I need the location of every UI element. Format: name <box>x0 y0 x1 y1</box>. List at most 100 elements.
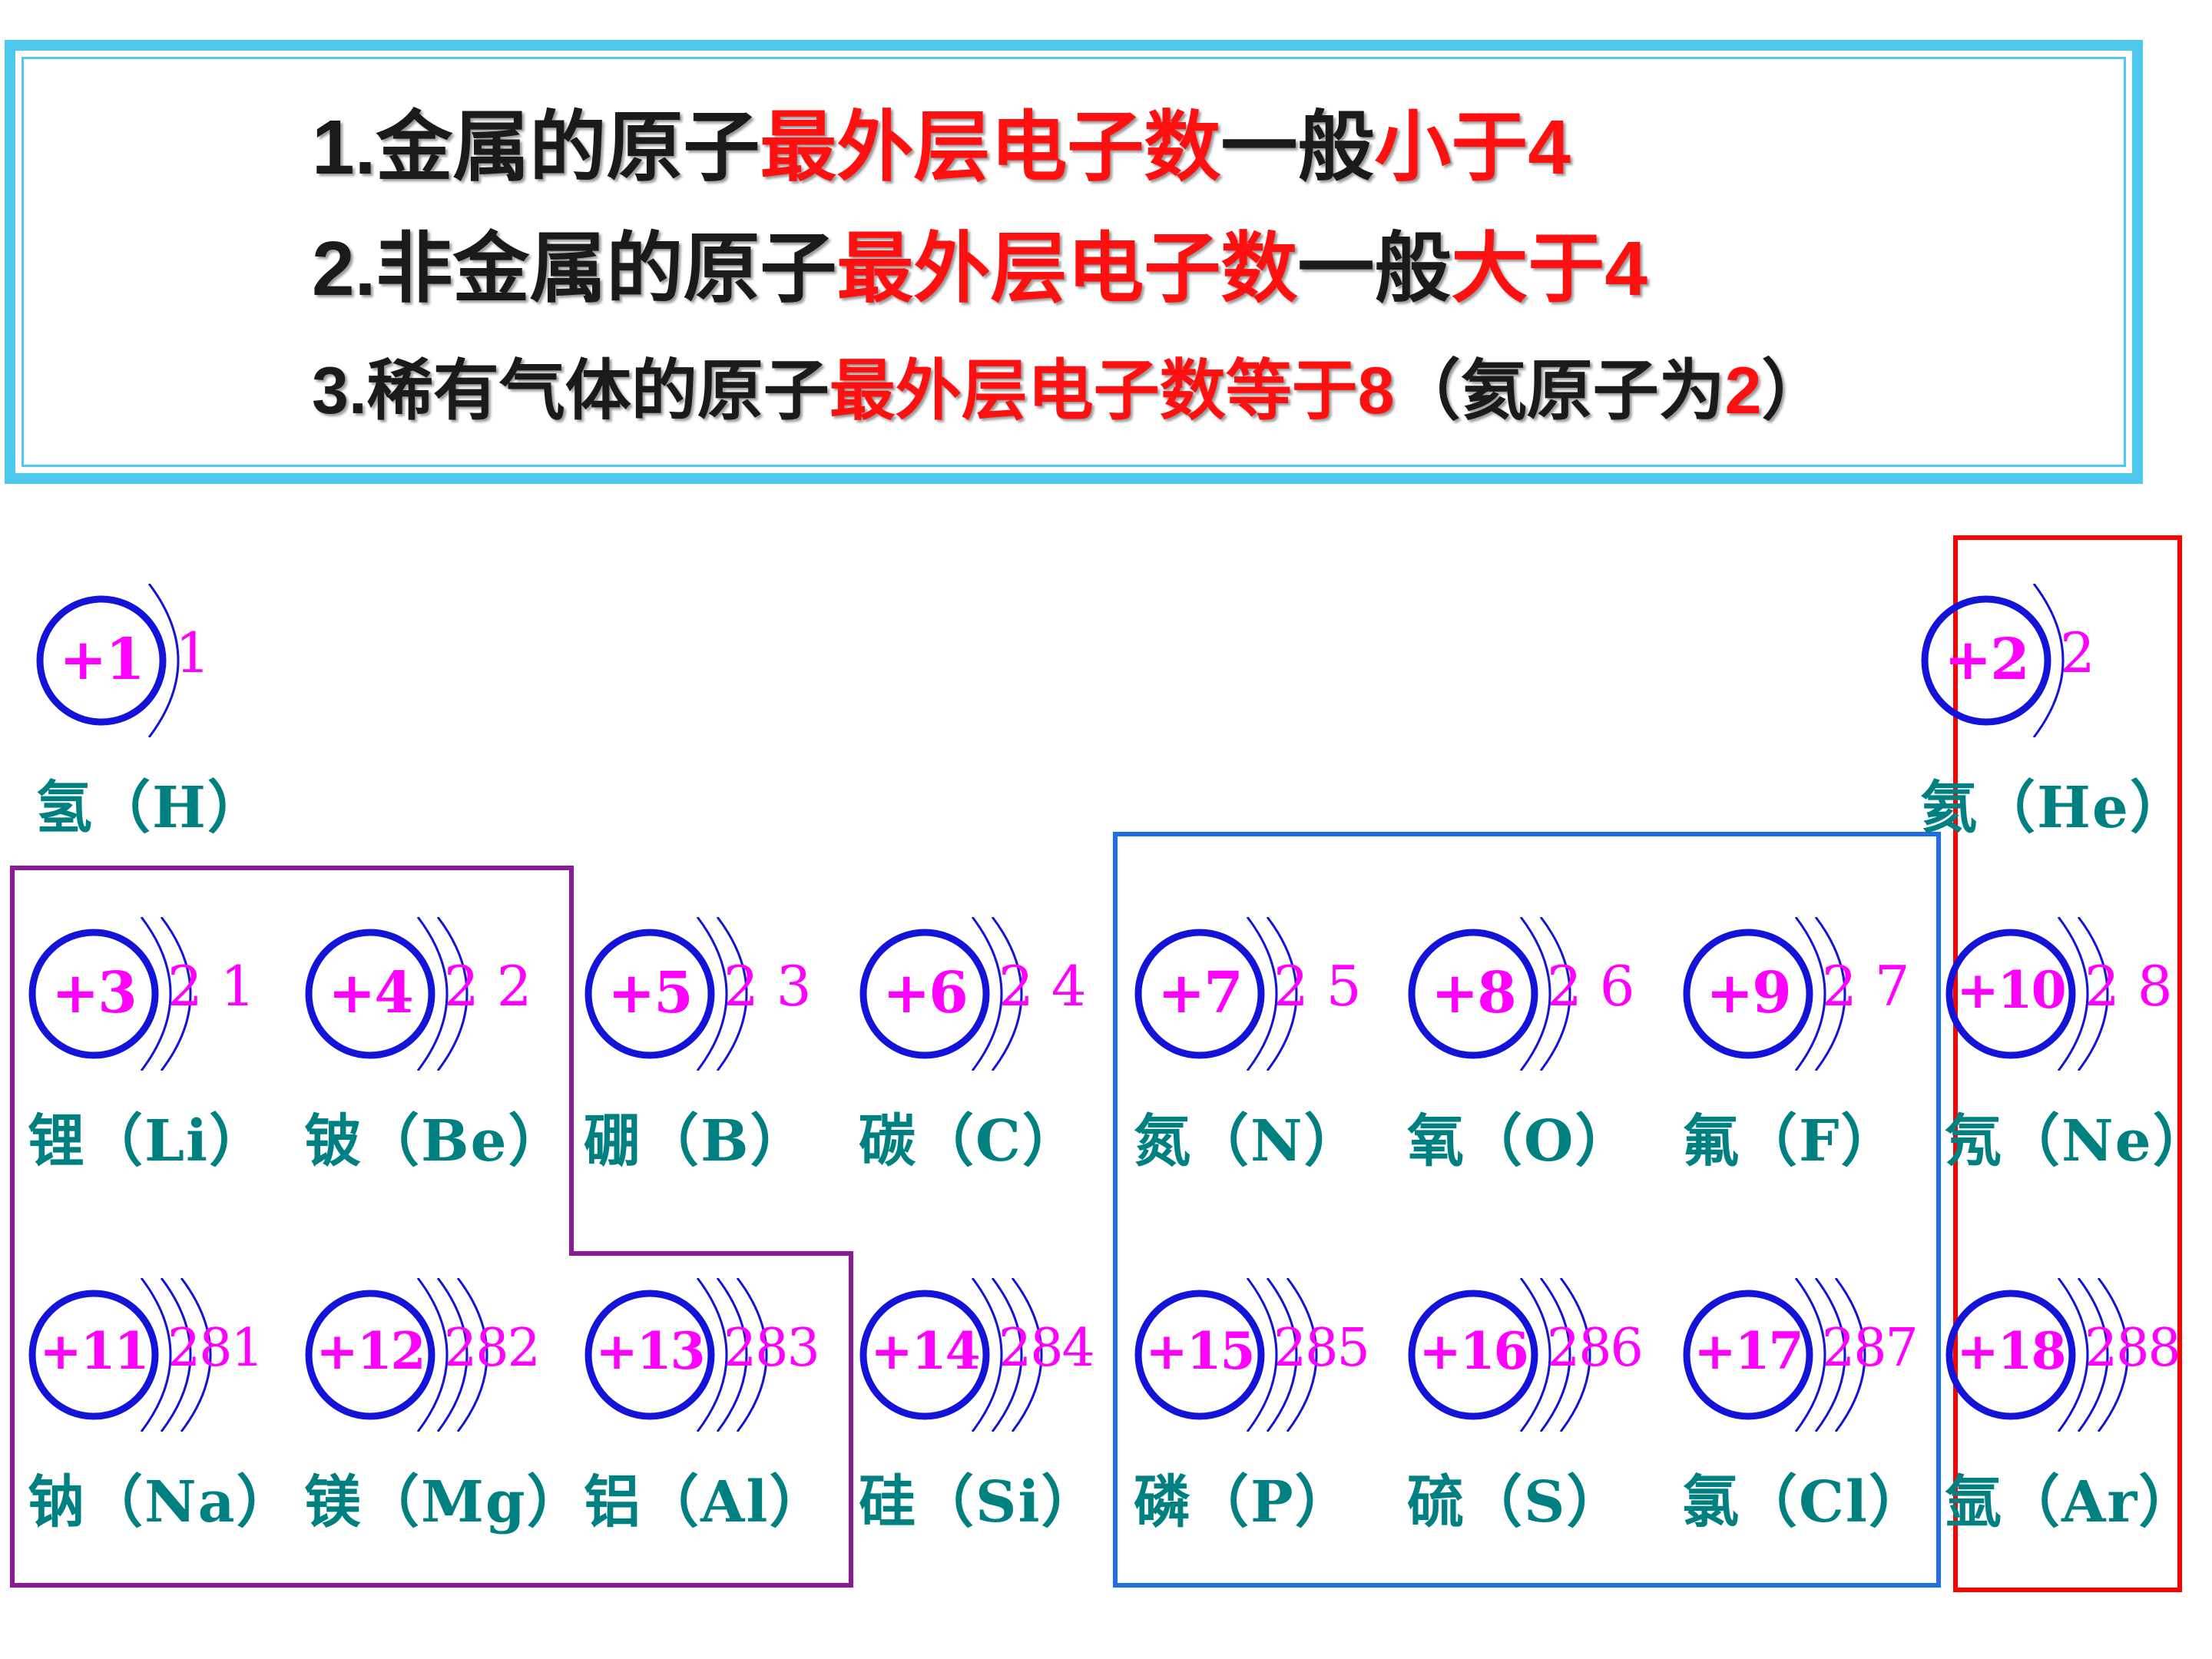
element-name: 氖（Ne） <box>1945 1108 2211 1174</box>
element-name: 氩（Ar） <box>1945 1469 2197 1535</box>
nucleus-charge: +16 <box>1419 1321 1528 1381</box>
rule-text: （氦原子为 <box>1394 354 1725 428</box>
electron-shell-arc <box>1834 1278 1866 1432</box>
electron-shell-arc <box>416 917 449 1071</box>
nucleus-charge: +6 <box>882 960 969 1026</box>
nucleus-circle <box>1945 1290 2076 1420</box>
electron-count: 286 <box>1547 1318 1644 1379</box>
electron-shell-arc <box>971 917 1003 1071</box>
nucleus-circle <box>584 1290 715 1420</box>
element-name: 硫（S） <box>1407 1469 1625 1535</box>
atom-diagram <box>1945 1278 2129 1432</box>
electron-shell-arc <box>1814 917 1846 1071</box>
rule-highlight: 2 <box>1724 354 1762 428</box>
nucleus-charge: +4 <box>328 960 414 1026</box>
nucleus-circle <box>584 929 715 1059</box>
electron-shell-arc <box>2097 1278 2129 1432</box>
element-name: 氟（F） <box>1682 1108 1899 1174</box>
atom-he: +2 2 氦（He） <box>1920 584 2187 841</box>
electron-shell-arc <box>971 1278 1003 1432</box>
nucleus-circle <box>1683 929 1813 1059</box>
atom-diagram <box>1945 917 2109 1071</box>
nucleus-circle <box>1408 929 1538 1059</box>
rule-text: 1.金属的原子 <box>312 104 760 190</box>
nucleus-charge: +9 <box>1706 960 1792 1026</box>
rule-highlight: 最外层电子数等于8 <box>829 354 1395 428</box>
element-name: 钠（Na） <box>28 1469 295 1535</box>
nucleus-charge: +18 <box>1956 1321 2066 1381</box>
electron-shell-arc <box>1266 1278 1298 1432</box>
electron-shell-arc <box>1794 1278 1826 1432</box>
nucleus-circle <box>859 929 990 1059</box>
electron-shell-arc <box>736 1278 768 1432</box>
electron-shell-arc <box>160 1278 192 1432</box>
atom-diagram <box>1683 1278 1866 1432</box>
element-name: 磷（P） <box>1134 1469 1353 1535</box>
electron-count: 281 <box>167 1318 264 1379</box>
nucleus-circle <box>28 929 159 1059</box>
electron-shell-arc <box>1559 1278 1591 1432</box>
atom-diagram <box>1921 584 2065 737</box>
atom-diagram <box>584 1278 768 1432</box>
rule-highlight: 小于4 <box>1374 104 1571 190</box>
electron-count: 287 <box>1822 1318 1919 1379</box>
element-name: 氯（Cl） <box>1682 1469 1928 1535</box>
rules-box <box>5 40 2143 484</box>
electron-shell-arc <box>991 917 1023 1071</box>
atom-diagram <box>36 584 180 737</box>
rule-highlight: 大于4 <box>1451 226 1648 312</box>
rule-nonmetal: 2.非金属的原子最外层电子数一般大于4 <box>312 206 1647 317</box>
nucleus-charge: +7 <box>1157 960 1243 1026</box>
nucleus-charge: +14 <box>870 1321 980 1381</box>
electron-count: 2 8 <box>2085 954 2173 1018</box>
nucleus-charge: +2 <box>1944 627 2030 693</box>
atom-diagram <box>28 1278 212 1432</box>
electron-shell-arc <box>1519 1278 1551 1432</box>
electron-shell-arc <box>416 1278 449 1432</box>
electron-shell-arc <box>160 917 192 1071</box>
electron-shell-arc <box>1246 917 1278 1071</box>
atom-diagram <box>1134 1278 1318 1432</box>
electron-shell-arc <box>696 1278 728 1432</box>
electron-shell-arc <box>1286 1278 1318 1432</box>
nucleus-charge: +1 <box>59 627 145 693</box>
element-name: 氦（He） <box>1920 775 2188 841</box>
nucleus-charge: +17 <box>1694 1321 1803 1381</box>
element-name: 硅（Si） <box>859 1469 1100 1535</box>
nucleus-charge: +3 <box>51 960 137 1026</box>
rule-text: 3.稀有气体的原子 <box>312 354 830 428</box>
electron-count: 2 6 <box>1547 954 1635 1018</box>
atom-diagram <box>859 917 1023 1071</box>
electron-shell-arc <box>2057 917 2089 1071</box>
electron-shell-arc <box>716 1278 748 1432</box>
atom-diagram <box>1683 917 1846 1071</box>
atom-diagram <box>305 917 469 1071</box>
electron-count: 2 1 <box>167 954 256 1018</box>
rule-text: 一般 <box>1220 104 1375 190</box>
nucleus-circle <box>36 595 167 726</box>
nucleus-circle <box>28 1290 159 1420</box>
element-name: 铍（Be） <box>304 1108 567 1174</box>
electron-count: 2 4 <box>998 954 1087 1018</box>
rule-highlight: 最外层电子数 <box>760 104 1221 190</box>
electron-shell-arc <box>696 917 728 1071</box>
atom-diagram <box>305 1278 488 1432</box>
electron-count: 2 <box>2060 621 2095 685</box>
atom-diagram <box>28 917 192 1071</box>
electron-shell-arc <box>147 584 180 737</box>
nucleus-circle <box>1134 929 1265 1059</box>
electron-shell-arc <box>140 1278 172 1432</box>
electron-shell-arc <box>1246 1278 1278 1432</box>
